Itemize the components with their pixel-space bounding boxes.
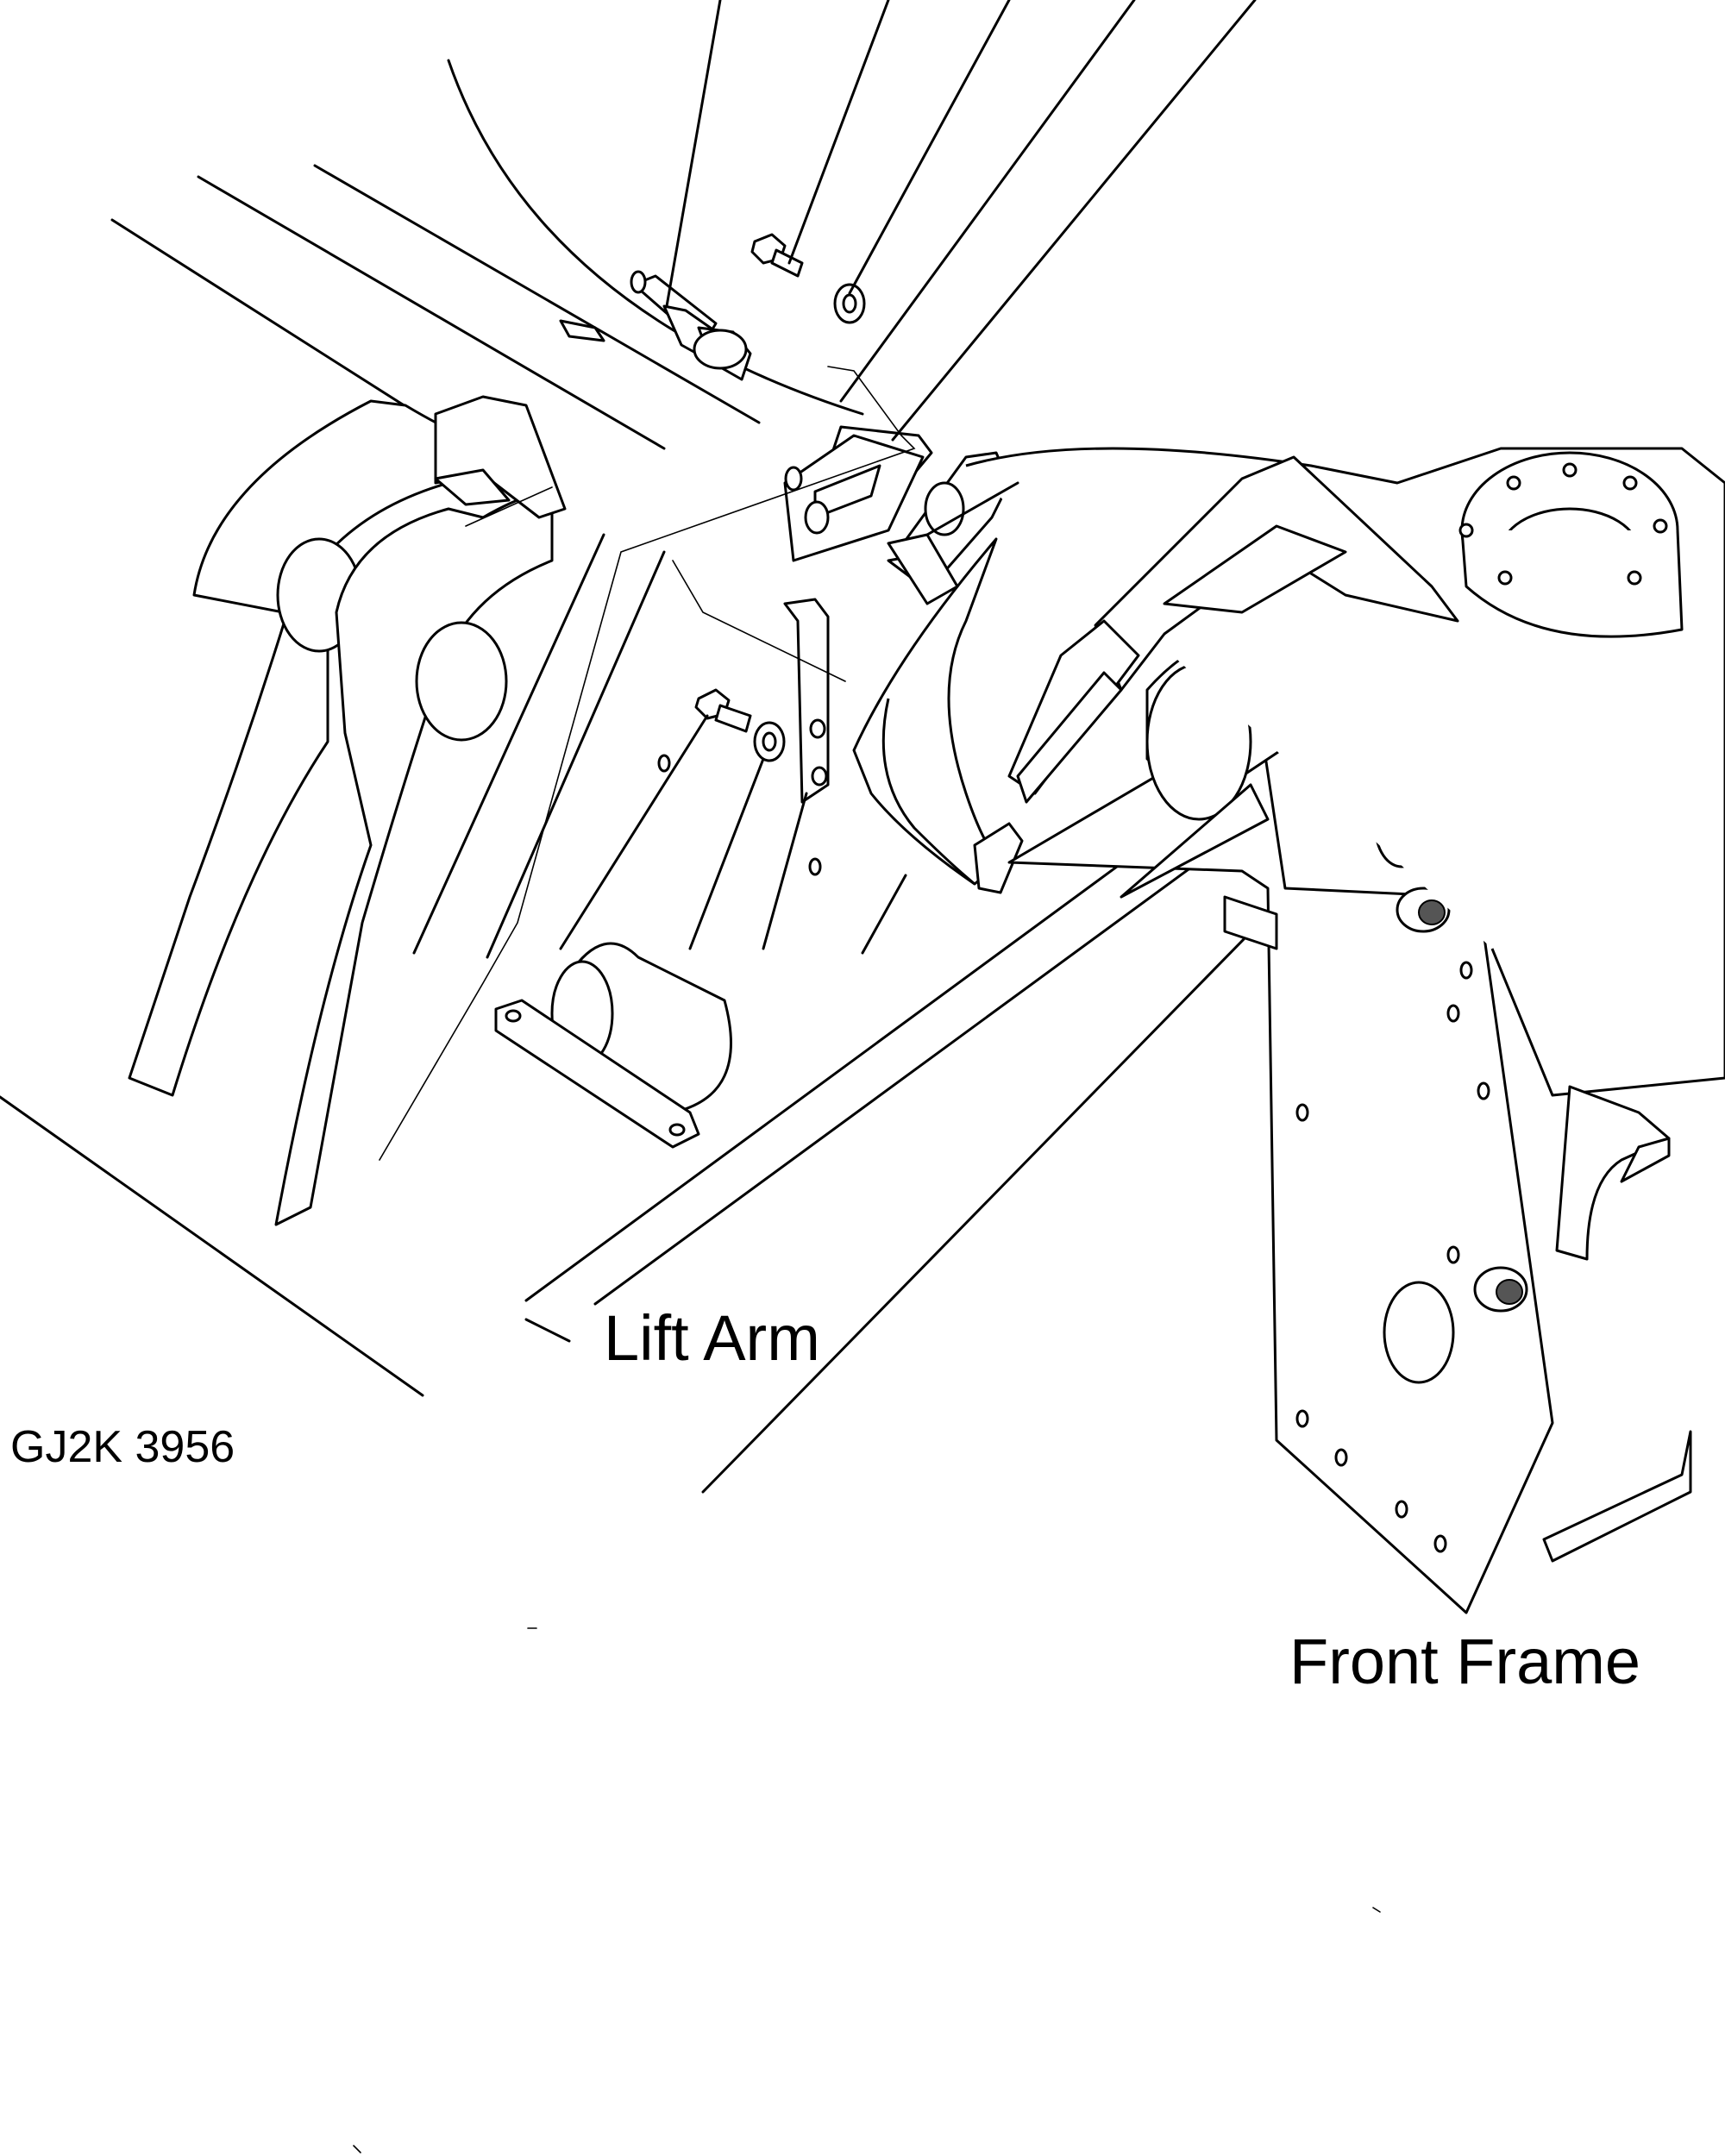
callout-leader-10 <box>762 792 808 950</box>
stray-mark-2 <box>1372 1907 1381 1913</box>
key-block <box>559 319 605 342</box>
callout-leader-11 <box>861 874 907 955</box>
callout-leaders <box>412 0 1257 959</box>
frame-cradle <box>887 455 1459 899</box>
bolt-upper <box>750 233 804 278</box>
callout-leader-5 <box>891 0 1257 442</box>
callout-leader-6 <box>412 533 605 955</box>
drawing-code: GJ2K 3956 <box>10 1422 235 1472</box>
callout-leader-2 <box>787 0 890 265</box>
bolt-middle <box>694 688 752 733</box>
label-lift-arm: Lift Arm <box>604 1302 820 1374</box>
frame-edge-line-lower <box>0 1095 424 1397</box>
callout-leader-4 <box>839 0 1136 403</box>
label-front-frame: Front Frame <box>1289 1626 1641 1697</box>
frame-bushing-lower <box>1473 1266 1528 1313</box>
shield-plate <box>852 537 1024 894</box>
frame-bushing-upper <box>1396 887 1451 933</box>
housing-bolts <box>1458 462 1668 586</box>
callout-leader-7 <box>486 550 666 959</box>
lift-arm-bracket <box>128 395 567 1226</box>
washer-middle <box>753 721 786 762</box>
stray-mark-3 <box>353 2145 361 2153</box>
callout-leader-9 <box>688 757 765 950</box>
pivot-pin <box>494 942 732 1149</box>
callout-leader-1 <box>665 0 722 308</box>
proximity-sensor <box>630 270 752 381</box>
frame-bolt-holes <box>657 754 1490 1553</box>
callout-leader-8 <box>559 714 709 950</box>
sensor-frame-outline <box>379 366 916 1161</box>
background-arc <box>447 59 864 416</box>
washer-upper <box>833 283 866 324</box>
callout-leader-3 <box>848 0 1011 295</box>
